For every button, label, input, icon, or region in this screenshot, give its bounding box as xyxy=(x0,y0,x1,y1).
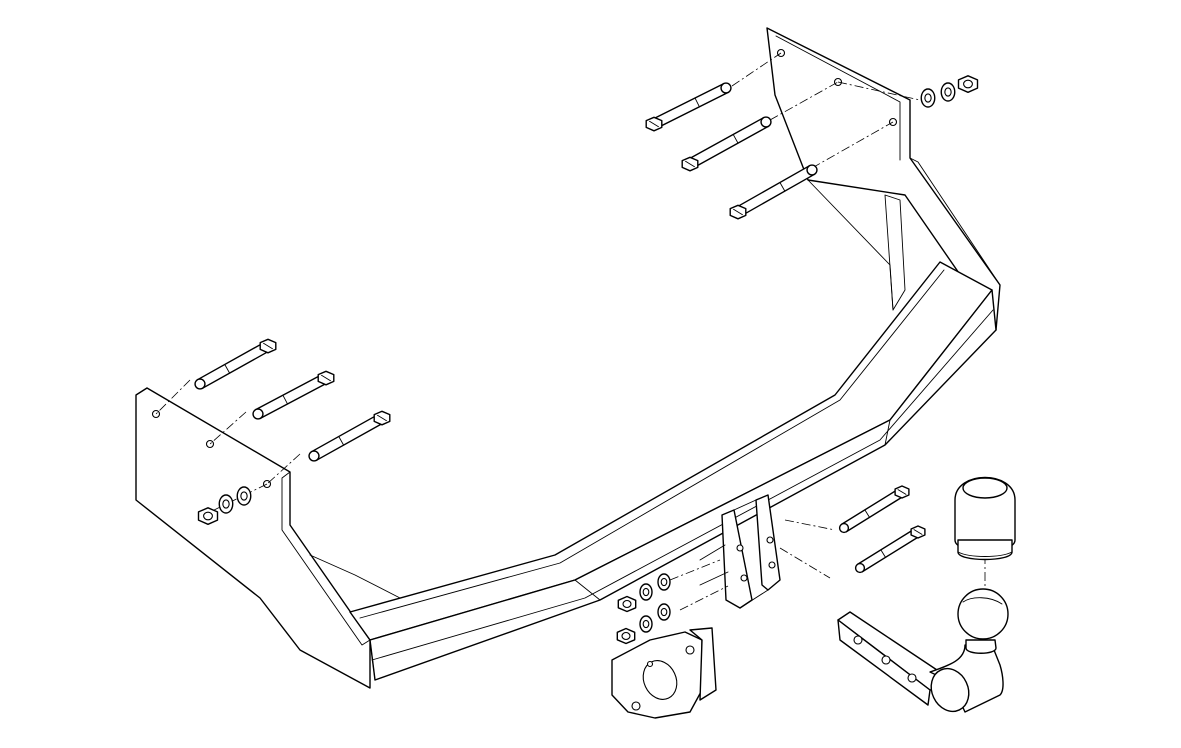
washer xyxy=(940,82,956,102)
washer xyxy=(920,88,936,108)
ball-cover-cap xyxy=(954,476,1016,561)
nut xyxy=(617,595,637,613)
washer xyxy=(639,583,653,601)
tow-bar-crossbeam xyxy=(349,261,997,681)
bolt xyxy=(308,410,391,462)
bolt xyxy=(194,338,277,390)
washer xyxy=(236,486,252,506)
bolt xyxy=(645,82,732,132)
center-hitch-bracket xyxy=(699,494,781,609)
washer xyxy=(657,603,671,621)
nut xyxy=(616,627,636,645)
nut xyxy=(957,75,979,94)
washer xyxy=(657,573,671,591)
alignment-lines xyxy=(155,52,986,611)
hardware-group xyxy=(197,75,979,645)
bolt xyxy=(681,116,772,172)
nut xyxy=(197,507,219,525)
socket-plate xyxy=(611,627,717,719)
washer xyxy=(218,494,234,514)
left-mounting-bracket xyxy=(135,387,401,689)
bolt xyxy=(252,370,335,420)
washer xyxy=(639,615,653,633)
bolt xyxy=(838,485,910,534)
detachable-ball-arm xyxy=(837,588,1009,713)
bolts-group xyxy=(194,82,926,574)
bolt xyxy=(729,164,818,220)
bolt xyxy=(854,525,926,574)
